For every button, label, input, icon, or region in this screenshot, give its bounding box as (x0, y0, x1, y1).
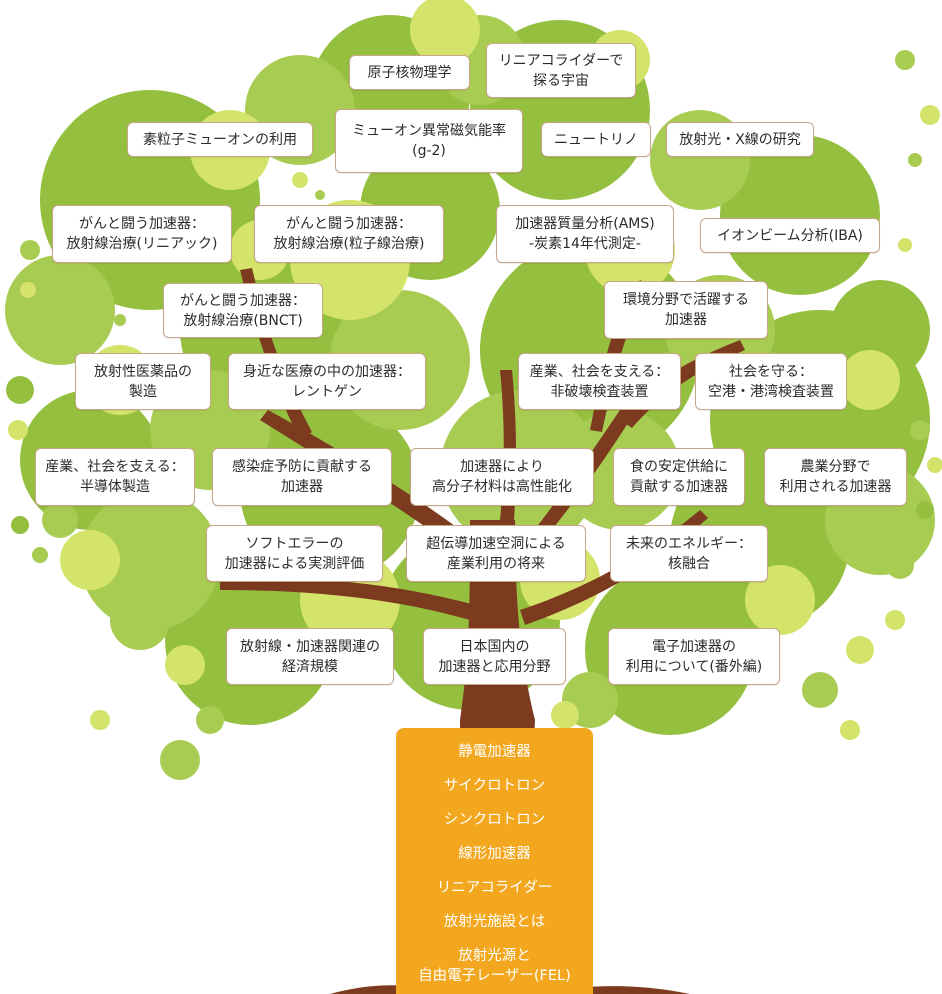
leaf-circle (60, 530, 120, 590)
topic-node[interactable]: がんと闘う加速器： 放射線治療(粒子線治療) (254, 205, 444, 263)
topic-node[interactable]: 産業、社会を支える： 非破壊検査装置 (518, 353, 681, 410)
trunk-branch (520, 510, 708, 625)
topic-node[interactable]: 食の安定供給に 貢献する加速器 (613, 448, 745, 506)
topic-node[interactable]: イオンビーム分析(IBA) (700, 218, 880, 253)
topic-node[interactable]: 産業、社会を支える： 半導体製造 (35, 448, 195, 506)
topic-node[interactable]: 日本国内の 加速器と応用分野 (423, 628, 566, 685)
trunk-item[interactable]: 静電加速器 (458, 744, 531, 760)
topic-node[interactable]: 素粒子ミューオンの利用 (127, 122, 313, 157)
leaf-circle (110, 590, 170, 650)
accelerator-types-panel: 静電加速器 サイクロトロン シンクロトロン 線形加速器 リニアコライダー 放射光… (396, 728, 593, 994)
leaf-circle (165, 645, 205, 685)
leaf-circle (885, 610, 905, 630)
topic-node[interactable]: 加速器質量分析(AMS) -炭素14年代測定- (496, 205, 674, 263)
topic-node[interactable]: 放射性医薬品の 製造 (75, 353, 211, 410)
topic-node[interactable]: リニアコライダーで 探る宇宙 (486, 43, 636, 98)
topic-node[interactable]: 感染症予防に貢献する 加速器 (212, 448, 392, 506)
trunk-item[interactable]: 線形加速器 (458, 846, 531, 862)
leaf-circle (11, 516, 29, 534)
topic-node[interactable]: 環境分野で活躍する 加速器 (604, 281, 768, 339)
leaf-circle (6, 376, 34, 404)
topic-node[interactable]: 放射線・加速器関連の 経済規模 (226, 628, 394, 685)
leaf-circle (13, 318, 37, 342)
leaf-circle (80, 490, 220, 630)
trunk-item[interactable]: 放射光施設とは (443, 914, 546, 930)
leaf-circle (898, 238, 912, 252)
leaf-circle (895, 50, 915, 70)
topic-node[interactable]: 農業分野で 利用される加速器 (764, 448, 907, 506)
leaf-circle (551, 701, 579, 729)
leaf-circle (42, 502, 78, 538)
trunk-item[interactable]: リニアコライダー (436, 880, 553, 896)
leaf-circle (90, 710, 110, 730)
leaf-circle (745, 565, 815, 635)
topic-node[interactable]: がんと闘う加速器： 放射線治療(BNCT) (163, 283, 323, 338)
leaf-circle (920, 105, 940, 125)
trunk-item[interactable]: シンクロトロン (443, 812, 546, 828)
leaf-circle (927, 457, 942, 473)
trunk-item[interactable]: 放射光源と 自由電子レーザー(FEL) (418, 948, 571, 984)
topic-node[interactable]: 身近な医療の中の加速器： レントゲン (228, 353, 426, 410)
leaf-circle (8, 420, 28, 440)
leaf-circle (840, 720, 860, 740)
trunk-branch (220, 577, 475, 620)
leaf-circle (292, 172, 308, 188)
leaf-circle (410, 0, 480, 65)
topic-node[interactable]: ミューオン異常磁気能率 (g-2) (335, 109, 523, 173)
topic-node[interactable]: 電子加速器の 利用について(番外編) (608, 628, 780, 685)
topic-node[interactable]: ソフトエラーの 加速器による実測評価 (206, 525, 383, 582)
topic-node[interactable]: がんと闘う加速器： 放射線治療(リニアック) (52, 205, 232, 263)
leaf-circle (840, 350, 900, 410)
leaf-circle (886, 551, 914, 579)
leaf-circle (908, 153, 922, 167)
topic-node[interactable]: 社会を守る： 空港・港湾検査装置 (695, 353, 847, 410)
leaf-circle (20, 240, 40, 260)
leaf-circle (315, 190, 325, 200)
trunk-item[interactable]: サイクロトロン (443, 778, 546, 794)
leaf-circle (20, 282, 36, 298)
topic-node[interactable]: 加速器により 高分子材料は高性能化 (410, 448, 594, 506)
leaf-circle (910, 420, 930, 440)
leaf-circle (5, 255, 115, 365)
leaf-circle (160, 740, 200, 780)
leaf-circle (720, 135, 880, 295)
leaf-circle (196, 706, 224, 734)
topic-node[interactable]: ニュートリノ (541, 122, 651, 157)
leaf-circle (846, 636, 874, 664)
leaf-circle (916, 501, 934, 519)
leaf-circle (32, 547, 48, 563)
topic-node[interactable]: 未来のエネルギー： 核融合 (610, 525, 768, 582)
topic-node[interactable]: 放射光・X線の研究 (666, 122, 814, 157)
topic-node[interactable]: 超伝導加速空洞による 産業利用の将来 (406, 525, 586, 582)
topic-node[interactable]: 原子核物理学 (349, 55, 470, 90)
leaf-circle (114, 314, 126, 326)
leaf-circle (802, 672, 838, 708)
